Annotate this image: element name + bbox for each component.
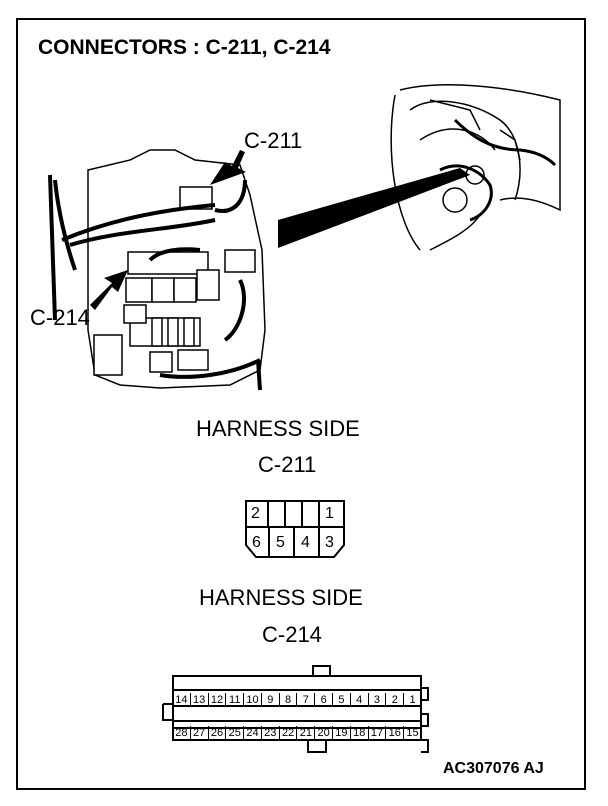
c214-pin: 21 xyxy=(297,726,316,740)
c214-pin: 15 xyxy=(406,727,419,739)
c214-pin: 2 xyxy=(386,693,405,707)
c214-pin: 28 xyxy=(173,726,191,740)
c214-arrow xyxy=(90,270,128,310)
c211-connector-outline xyxy=(245,500,345,558)
c214-pin: 19 xyxy=(333,726,351,740)
c211-pin: 4 xyxy=(301,534,310,551)
c211-pin: 5 xyxy=(276,534,285,551)
callout-c211: C-211 xyxy=(244,128,303,153)
c214-connector-body xyxy=(127,251,209,275)
c214-pin: 4 xyxy=(351,693,369,707)
c214-pin: 25 xyxy=(226,726,245,740)
c214-pin: 3 xyxy=(369,693,387,707)
connector-label-c214: C-214 xyxy=(262,622,322,647)
diagram-title: CONNECTORS : C-211, C-214 xyxy=(38,36,331,59)
c211-pin: 6 xyxy=(252,534,261,551)
c214-pin: 27 xyxy=(191,726,209,740)
c211-pin: 2 xyxy=(251,505,260,522)
c214-pin: 22 xyxy=(280,726,298,740)
junction-block xyxy=(87,149,266,389)
dashboard-sketch xyxy=(390,84,561,251)
connector-label-c211: C-211 xyxy=(258,452,317,477)
wire-harness xyxy=(48,174,262,391)
c214-pin: 20 xyxy=(315,726,334,740)
c214-pin: 6 xyxy=(315,693,334,707)
c214-pin: 17 xyxy=(369,726,387,740)
c214-pin: 26 xyxy=(209,726,227,740)
c214-pin: 9 xyxy=(262,693,280,707)
c214-pin: 18 xyxy=(351,726,369,740)
figure-code: AC307076 AJ xyxy=(443,760,544,777)
c214-pin: 8 xyxy=(280,693,298,707)
harness-side-heading-2: HARNESS SIDE xyxy=(199,585,363,610)
c214-pin: 16 xyxy=(386,726,405,740)
c214-connector-outline xyxy=(162,665,429,753)
c214-pin: 24 xyxy=(244,726,262,740)
zoom-wedge xyxy=(278,168,470,248)
c214-pin: 10 xyxy=(244,693,262,707)
c214-pin: 23 xyxy=(262,726,280,740)
c211-pin: 1 xyxy=(325,505,334,522)
c211-arrow xyxy=(210,150,246,185)
c214-pin: 7 xyxy=(297,693,316,707)
c214-pin: 13 xyxy=(191,693,209,707)
c214-pin: 5 xyxy=(333,693,351,707)
c214-pin: 12 xyxy=(209,693,227,707)
diagram-frame xyxy=(16,18,586,790)
c211-pin: 3 xyxy=(325,534,334,551)
c214-pin: 14 xyxy=(173,693,191,707)
callout-c214: C-214 xyxy=(30,305,90,330)
c214-pin: 11 xyxy=(226,693,245,707)
c214-pin: 1 xyxy=(409,694,416,706)
harness-side-heading-1: HARNESS SIDE xyxy=(196,416,360,441)
